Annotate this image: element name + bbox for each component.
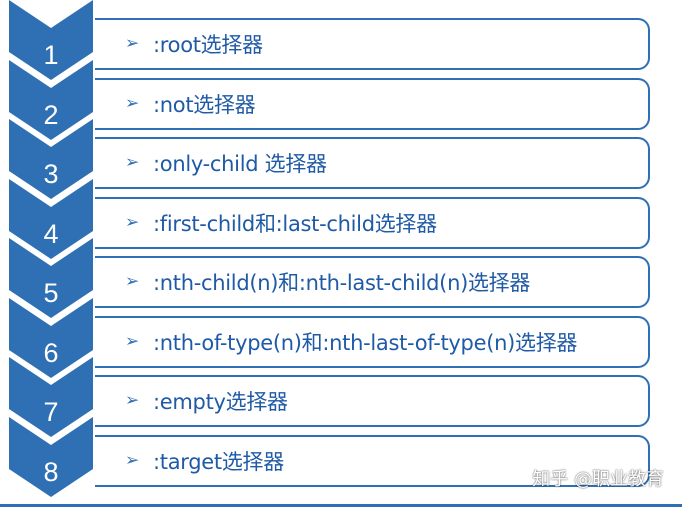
arrow-bullet-icon: ➢ (125, 93, 140, 113)
chevron-shape (9, 119, 93, 199)
list-item: ➢ :nth-of-type(n)和:nth-last-of-type(n)选择器 (95, 315, 650, 368)
chevron-shape-fill (9, 119, 93, 199)
step-chevron: 7 (9, 357, 93, 437)
chevron-shape-fill (9, 238, 93, 318)
step-chevron: 6 (9, 297, 93, 378)
chevron-shape-fill (9, 357, 93, 437)
list-item-label: :target选择器 (153, 449, 284, 474)
step-chevron: 8 (9, 416, 93, 497)
list-item: ➢ :root选择器 (95, 18, 650, 70)
step-chevron: 3 (9, 119, 93, 199)
list-item: ➢ :not选择器 (95, 77, 650, 130)
bottom-divider (0, 504, 682, 507)
step-number: 6 (43, 337, 59, 368)
step-number: 4 (43, 218, 59, 249)
list-item: ➢ :nth-child(n)和:nth-last-child(n)选择器 (95, 256, 650, 308)
arrow-bullet-icon: ➢ (125, 271, 140, 292)
step-number: 5 (43, 278, 59, 308)
step-number: 3 (43, 159, 59, 189)
step-number: 7 (43, 397, 59, 427)
arrow-bullet-icon: ➢ (125, 331, 140, 351)
arrow-bullet-icon: ➢ (125, 212, 140, 232)
chevron-shape-fill (9, 59, 93, 140)
step-chevron: 1 (9, 0, 93, 80)
chevron-shape (9, 416, 93, 497)
arrow-bullet-icon: ➢ (125, 450, 140, 470)
step-chevron: 4 (9, 178, 93, 259)
chevron-shape (9, 297, 93, 378)
list-item: ➢ :first-child和:last-child选择器 (95, 196, 650, 249)
list-item-label: :nth-child(n)和:nth-last-child(n)选择器 (153, 271, 531, 295)
step-chevron: 5 (9, 238, 93, 318)
chevron-shape-fill (9, 416, 93, 497)
step-number: 1 (43, 40, 59, 70)
watermark: 知乎 @职业教育 (532, 469, 664, 490)
step-number: 8 (43, 456, 59, 487)
list-item-label: :root选择器 (153, 33, 263, 57)
list-item-label: :empty选择器 (153, 390, 288, 414)
list-item: ➢ :empty选择器 (95, 375, 650, 427)
chevron-shape-fill (9, 297, 93, 378)
step-chevron: 2 (9, 59, 93, 140)
step-number: 2 (43, 99, 59, 130)
arrow-bullet-icon: ➢ (125, 390, 140, 411)
chevron-shape (9, 178, 93, 259)
chevron-shape (9, 59, 93, 140)
list-item-label: :nth-of-type(n)和:nth-last-of-type(n)选择器 (153, 330, 578, 355)
chevron-shape-fill (9, 0, 93, 80)
list-item: ➢ :target选择器 (95, 434, 650, 487)
list-item: ➢ :only-child 选择器 (95, 137, 650, 189)
chevron-shape-fill (9, 178, 93, 259)
chevron-shape (9, 357, 93, 437)
chevron-shape (9, 238, 93, 318)
list-item-label: :only-child 选择器 (153, 152, 327, 176)
list-item-label: :not选择器 (153, 92, 256, 117)
list-item-label: :first-child和:last-child选择器 (153, 211, 437, 236)
arrow-bullet-icon: ➢ (125, 152, 140, 173)
chevron-shape (9, 0, 93, 80)
arrow-bullet-icon: ➢ (125, 33, 140, 54)
